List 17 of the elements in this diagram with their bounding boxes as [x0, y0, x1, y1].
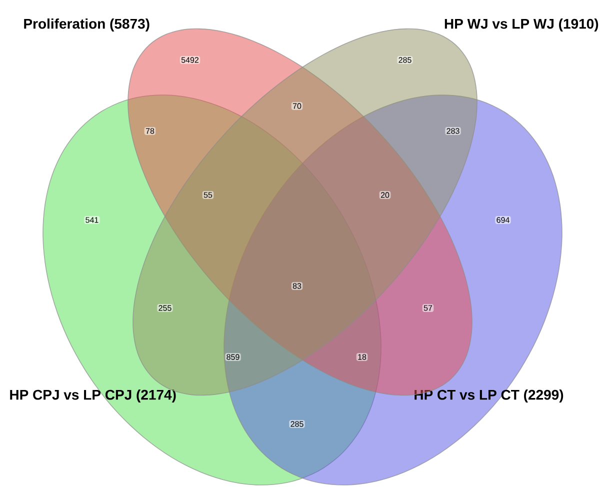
region-count: 20 — [379, 190, 391, 200]
node-label: Proliferation (5873) — [24, 18, 150, 32]
region-count: 83 — [291, 282, 303, 290]
region-count: 57 — [422, 304, 434, 312]
region-count: 70 — [291, 102, 303, 110]
region-count: 541 — [84, 216, 100, 224]
region-count: 859 — [225, 352, 241, 362]
region-count: 285 — [289, 420, 305, 428]
region-count: 78 — [144, 126, 156, 136]
region-count: 285 — [397, 56, 413, 64]
region-count: 694 — [495, 216, 511, 224]
region-count: 18 — [356, 352, 368, 362]
region-count: 255 — [157, 304, 173, 312]
region-count: 283 — [445, 126, 461, 136]
region-count: 5492 — [180, 56, 200, 64]
region-count: 55 — [202, 191, 214, 199]
node-label: HP WJ vs LP WJ (1910) — [444, 18, 598, 32]
